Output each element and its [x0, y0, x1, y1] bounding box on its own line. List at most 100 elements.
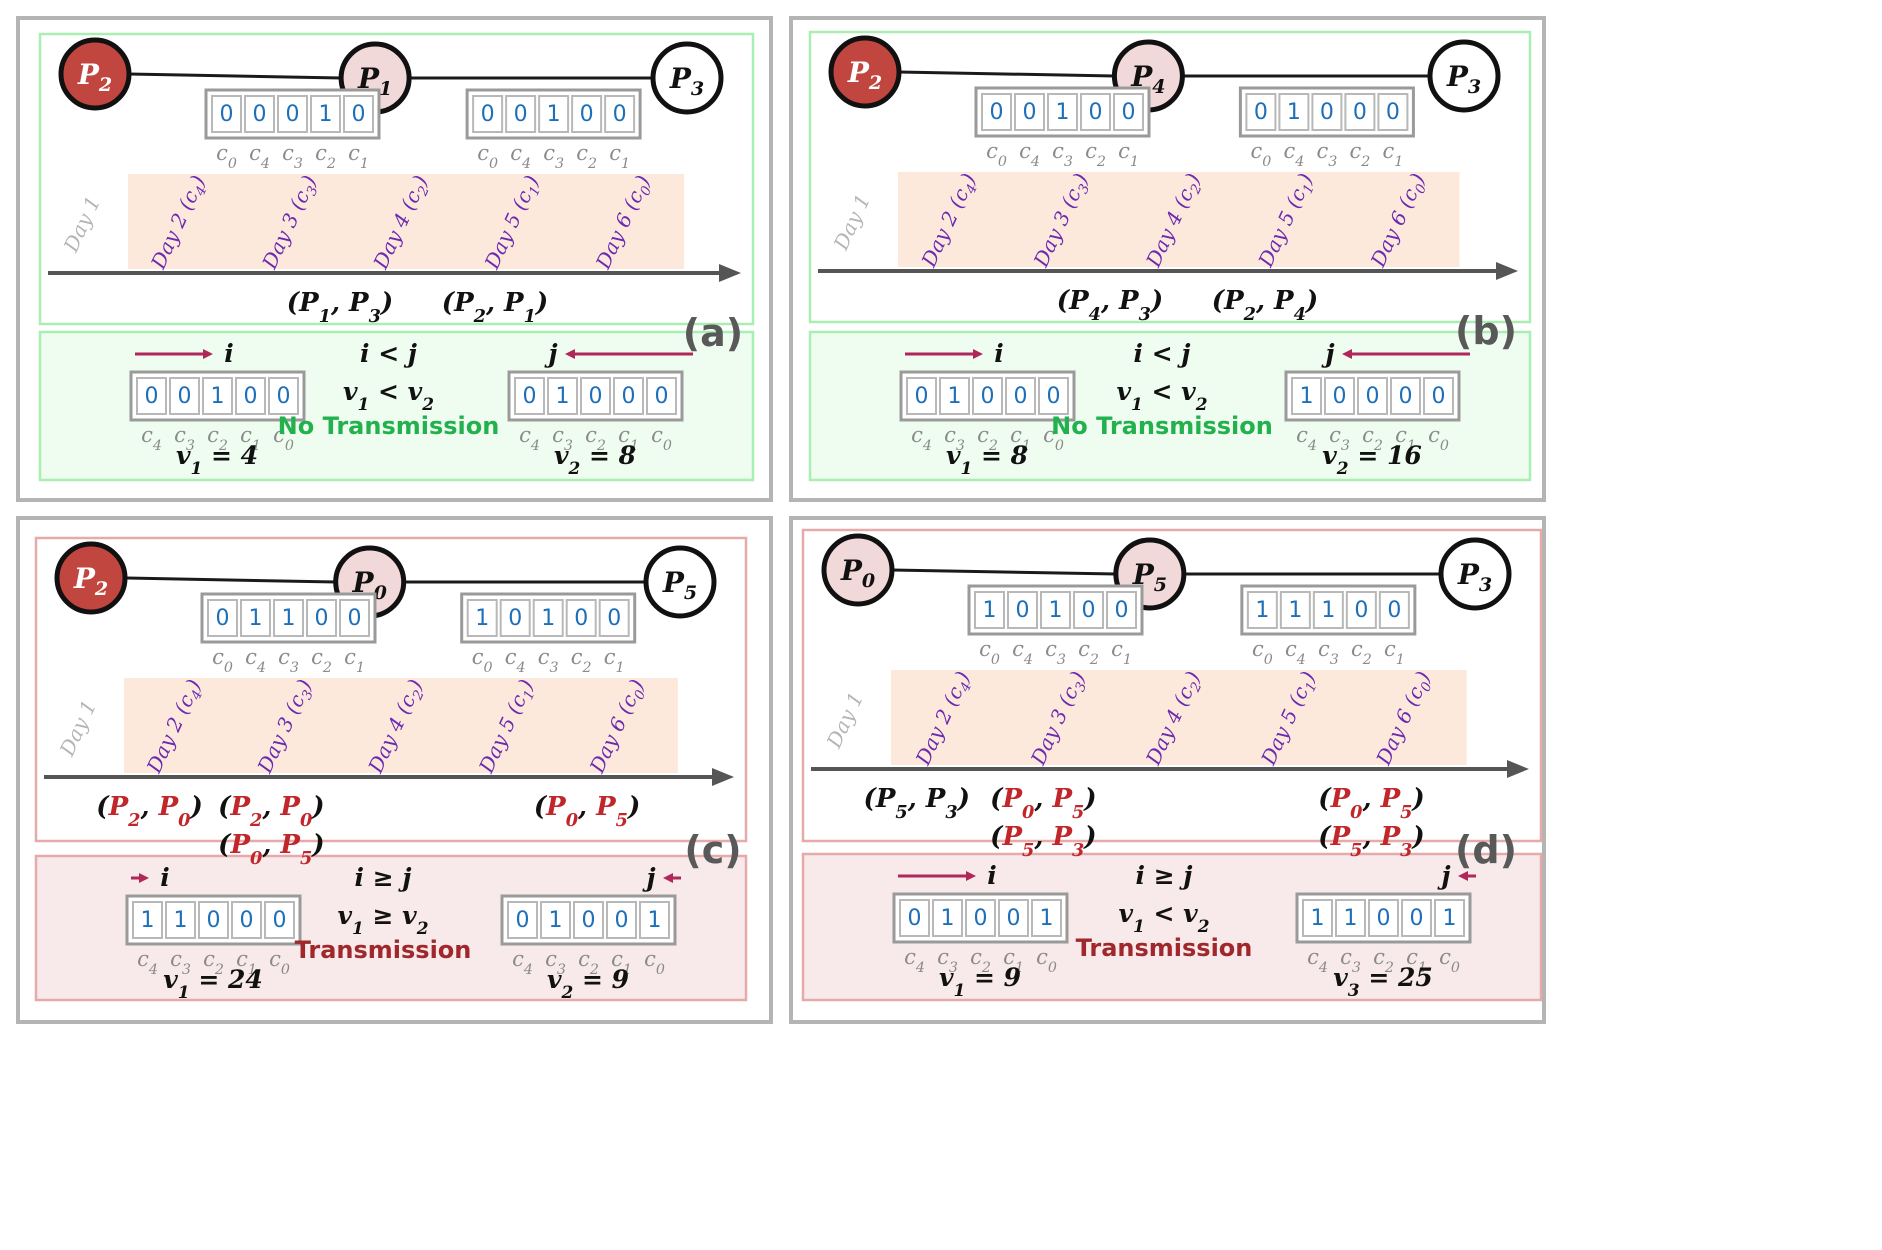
index-comparison: i ≥ j	[355, 863, 412, 892]
bit-index-label: c1	[611, 947, 632, 978]
bit-cell	[606, 901, 637, 939]
bit-value: 1	[1040, 906, 1054, 931]
bit-value: 0	[1387, 598, 1401, 623]
transmission-pair: (P0, P5)	[1318, 784, 1424, 823]
bit-value: 0	[286, 102, 300, 127]
bit-cell	[1335, 899, 1366, 937]
node-label: P3	[1446, 60, 1481, 99]
transmission-pair: (P2, P0)	[96, 792, 202, 831]
bit-cell	[240, 599, 271, 637]
node-circle	[821, 533, 895, 607]
bit-index-label: c4	[510, 141, 531, 172]
value-2: v2 = 16	[1322, 441, 1422, 479]
bit-index-label: c3	[282, 141, 303, 172]
bit-value: 0	[178, 384, 192, 409]
transmission-pair: (P2, P1)	[442, 288, 548, 327]
bit-index-label: c4	[911, 423, 932, 454]
bit-cell	[264, 901, 295, 939]
bit-index-label: c4	[1285, 637, 1306, 668]
bit-value: 0	[915, 384, 929, 409]
bit-value: 0	[516, 908, 530, 933]
bit-index-label: c1	[348, 141, 369, 172]
bit-cell	[906, 377, 937, 415]
bit-value: 0	[1007, 906, 1021, 931]
bit-index-label: c2	[311, 645, 332, 676]
bit-index-label: c3	[1052, 139, 1073, 170]
transmission-pair: (P2, P0)	[218, 792, 324, 831]
bit-index-label: c3	[174, 423, 195, 454]
bit-value: 0	[582, 908, 596, 933]
bit-value: 0	[1410, 906, 1424, 931]
bit-cell	[1344, 93, 1376, 131]
bit-cell	[1302, 899, 1333, 937]
bit-cell	[1040, 591, 1071, 629]
bit-index-label: c2	[970, 945, 991, 976]
axis-arrowhead	[712, 768, 734, 786]
bit-index-label: c0	[651, 423, 672, 454]
bit-value: 0	[523, 384, 537, 409]
bit-index-label: c1	[1003, 945, 1024, 976]
bit-index-label: c4	[1296, 423, 1317, 454]
bit-cell	[277, 95, 308, 133]
bit-value: 0	[1399, 384, 1413, 409]
bit-index-label: c2	[571, 645, 592, 676]
node-label: P5	[662, 566, 697, 605]
node-circle	[1438, 537, 1512, 611]
value-comparison: v1 < v2	[343, 377, 434, 415]
bit-index-label: c2	[1373, 945, 1394, 976]
bit-index-label: c2	[1349, 139, 1370, 170]
bit-value: 0	[990, 100, 1004, 125]
bit-value: 0	[615, 908, 629, 933]
bit-index-label: c4	[141, 423, 162, 454]
bit-cell	[339, 599, 370, 637]
bit-index-label: c0	[979, 637, 1000, 668]
bit-index-label: c3	[937, 945, 958, 976]
bit-index-label: c3	[552, 423, 573, 454]
timeline-band	[891, 670, 1467, 765]
bit-value: 1	[983, 598, 997, 623]
edge-line	[898, 70, 1115, 78]
timeline-band	[128, 174, 685, 269]
node-circle	[54, 541, 128, 615]
value-comparison: v1 < v2	[1118, 899, 1209, 937]
index-i-label: i	[160, 863, 170, 892]
bit-index-label: c1	[1384, 637, 1405, 668]
value-1: v1 = 8	[946, 441, 1028, 479]
bit-value: 0	[1082, 598, 1096, 623]
bit-cell	[998, 899, 1029, 937]
bit-cell	[939, 377, 970, 415]
edge-line	[128, 72, 342, 80]
node-label: P2	[73, 562, 108, 601]
node-circle	[643, 545, 717, 619]
bit-index-label: c1	[344, 645, 365, 676]
bit-index-label: c4	[512, 947, 533, 978]
bit-cell	[466, 599, 498, 637]
bit-cell	[547, 377, 578, 415]
bit-value: 0	[1122, 100, 1136, 125]
bit-value: 0	[207, 908, 221, 933]
bit-value: 1	[541, 606, 555, 631]
value-comparison: v1 < v2	[1116, 377, 1207, 415]
bit-value: 0	[481, 102, 495, 127]
bit-index-label: c2	[1078, 637, 1099, 668]
bit-value: 0	[1254, 100, 1268, 125]
bit-index-label: c3	[1318, 637, 1339, 668]
bit-cell	[580, 377, 611, 415]
bit-cell	[136, 377, 167, 415]
bit-cell	[472, 95, 504, 133]
bit-cell	[1377, 93, 1409, 131]
bit-cell	[231, 901, 262, 939]
bit-cell	[310, 95, 341, 133]
bit-cell	[211, 95, 242, 133]
bit-index-label: c0	[1036, 945, 1057, 976]
bit-cell	[1345, 591, 1377, 629]
bit-cell	[169, 377, 200, 415]
bit-index-label: c0	[216, 141, 237, 172]
